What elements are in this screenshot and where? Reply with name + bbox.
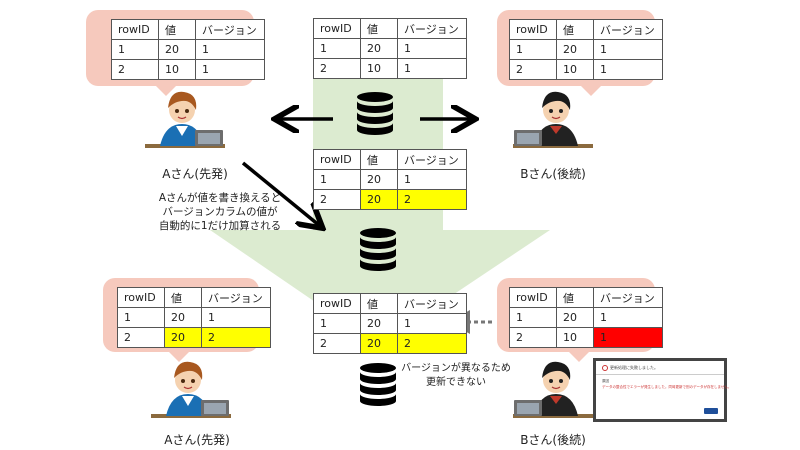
column-header: rowID <box>313 293 361 314</box>
column-header: バージョン <box>201 287 271 308</box>
table-cell: 1 <box>117 307 165 328</box>
table-cell: 20 <box>360 313 398 334</box>
table-cell: 2 <box>397 333 467 354</box>
error-dialog: 更新処理に失敗しました。 原因 データの整合性でエラーが発生しました。同時更新で… <box>593 358 731 422</box>
table-cell: 1 <box>397 58 467 79</box>
column-header: 値 <box>164 287 202 308</box>
note-version-increment: Aさんが値を書き換えると バージョンカラムの値が 自動的に1だけ加算される <box>158 192 282 232</box>
person-b-illustration <box>513 361 593 418</box>
table-cell: 1 <box>509 307 557 328</box>
table-cell: 2 <box>111 59 159 80</box>
table-cell: 1 <box>593 59 663 80</box>
label-person-b: Bさん(後続) <box>520 167 586 181</box>
column-header: 値 <box>360 293 398 314</box>
error-icon <box>602 365 608 371</box>
label-person-a: Aさん(先発) <box>164 433 230 447</box>
column-header: バージョン <box>397 149 467 170</box>
table-cell: 20 <box>360 169 398 190</box>
database-icon <box>357 92 393 135</box>
column-header: rowID <box>117 287 165 308</box>
person-b-illustration <box>513 91 593 148</box>
table-cell: 2 <box>397 189 467 210</box>
table-cell: 2 <box>201 327 271 348</box>
table-cell: 1 <box>313 169 361 190</box>
table-cell: 20 <box>556 307 594 328</box>
table-cell: 1 <box>201 307 271 328</box>
table-cell: 2 <box>313 333 361 354</box>
table-cell: 20 <box>360 333 398 354</box>
table-cell: 10 <box>556 327 594 348</box>
table-cell: 1 <box>397 313 467 334</box>
column-header: バージョン <box>397 18 467 39</box>
column-header: rowID <box>509 287 557 308</box>
column-header: バージョン <box>593 287 663 308</box>
database-icon <box>360 363 396 406</box>
table-cell: 2 <box>509 327 557 348</box>
database-icon <box>360 228 396 271</box>
table-cell: 1 <box>397 169 467 190</box>
label-person-b: Bさん(後続) <box>520 433 586 447</box>
table-cell: 20 <box>360 189 398 210</box>
table-cell: 20 <box>164 327 202 348</box>
column-header: 値 <box>360 149 398 170</box>
table-cell: 1 <box>593 307 663 328</box>
table-cell: 1 <box>313 313 361 334</box>
column-header: 値 <box>556 287 594 308</box>
table-cell: 2 <box>313 189 361 210</box>
table-cell: 1 <box>195 59 265 80</box>
table-cell: 10 <box>360 58 398 79</box>
arrow-diagonal <box>241 161 320 226</box>
column-header: rowID <box>111 19 159 40</box>
table-cell: 1 <box>593 327 663 348</box>
table-cell: 20 <box>360 38 398 59</box>
label-person-a: Aさん(先発) <box>162 167 228 181</box>
note-version-conflict: バージョンが異なるため 更新できない <box>401 363 511 388</box>
column-header: rowID <box>313 149 361 170</box>
person-a-illustration <box>151 361 231 418</box>
ok-button[interactable] <box>704 408 718 414</box>
person-a-illustration <box>145 91 225 148</box>
table-cell: 10 <box>158 59 196 80</box>
column-header: バージョン <box>397 293 467 314</box>
table-cell: 2 <box>117 327 165 348</box>
table-cell: 20 <box>164 307 202 328</box>
